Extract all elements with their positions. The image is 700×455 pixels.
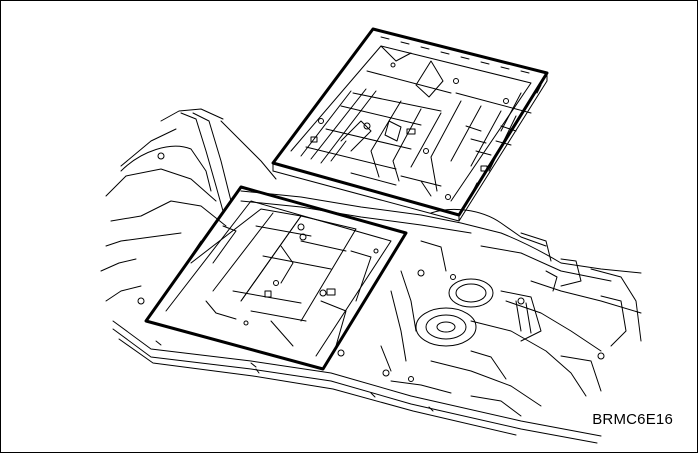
front-floor-panel-installed <box>144 185 408 371</box>
figure-code-label: BRMC6E16 <box>592 411 673 428</box>
rear-floor-panel-removed <box>271 27 549 222</box>
vehicle-floor-body <box>100 108 642 444</box>
